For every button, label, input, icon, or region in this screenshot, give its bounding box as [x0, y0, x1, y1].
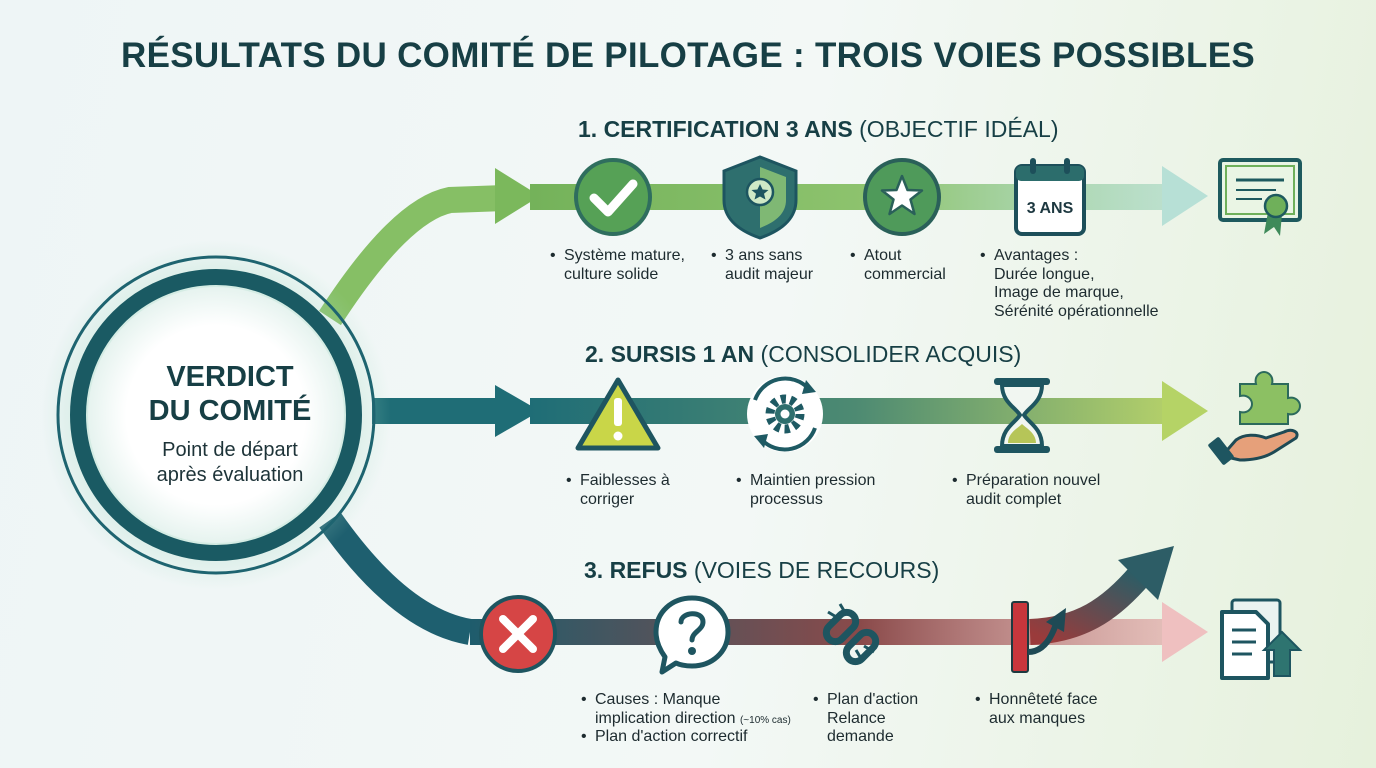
list-item-line: Préparation nouvel [966, 472, 1100, 491]
top-branch-arrowhead [495, 168, 540, 224]
broken-link-icon [822, 603, 880, 666]
redirect-arrow-icon [1011, 601, 1066, 673]
calendar-icon: 3 ANS [1014, 158, 1086, 236]
lane1-title: 1. CERTIFICATION 3 ANS (OBJECTIF IDÉAL) [578, 116, 1059, 143]
list-item-line: audit majeur [725, 265, 814, 283]
list-item-line: Atout [864, 247, 946, 266]
list-item-line: Causes : Manque [595, 691, 791, 710]
lane1-title-bold: 1. CERTIFICATION 3 ANS [578, 116, 853, 142]
lane1-item-4: Avantages : Durée longue, Image de marqu… [980, 247, 1159, 321]
list-item-line: commercial [864, 265, 946, 283]
lane2-title-rest: (CONSOLIDER ACQUIS) [754, 341, 1022, 367]
list-item-line: Faiblesses à [580, 472, 670, 491]
lane2-item-3: Préparation nouvel audit complet [952, 472, 1100, 509]
cross-circle-icon [479, 595, 557, 673]
top-branch-connector [319, 185, 506, 326]
check-circle-icon [574, 158, 652, 236]
list-item-line: Avantages : [994, 247, 1159, 266]
list-item-line: Image de marque, [994, 284, 1124, 301]
lane1-item-2: 3 ans sans audit majeur [711, 247, 813, 284]
share-note: (~10% cas) [739, 714, 791, 726]
lane3-item-1b: Plan d'action correctif [581, 728, 747, 747]
list-item-line: Sérénité opérationnelle [994, 302, 1159, 320]
lane3-title-bold: 3. REFUS [584, 557, 688, 583]
middle-branch-connector [372, 398, 502, 424]
lane1-item-1: Système mature, culture solide [550, 247, 685, 284]
list-item-line: demande [827, 728, 894, 745]
hub-subtitle-line1: Point de départ [162, 439, 298, 461]
lane1-title-rest: (OBJECTIF IDÉAL) [852, 116, 1059, 142]
list-item-line: processus [750, 490, 823, 508]
warning-icon [575, 377, 661, 451]
calendar-label: 3 ANS [1027, 200, 1074, 217]
hub-subtitle-line2: après évaluation [156, 464, 304, 486]
question-bubble-icon [653, 595, 731, 675]
lane1-item-3: Atout commercial [850, 247, 946, 284]
hub-ring [70, 269, 362, 561]
list-item-line: implication direction [595, 709, 736, 727]
certificate-icon [1218, 158, 1302, 236]
hourglass-icon [994, 378, 1050, 453]
lane3-item-1: Causes : Manque implication direction (~… [581, 691, 791, 730]
list-item-line: Maintien pression [750, 472, 875, 491]
gear-cycle-icon [747, 376, 823, 452]
shield-star-icon [722, 155, 798, 240]
lane3-arrowhead [1162, 602, 1208, 662]
list-item-line: 3 ans sans [725, 247, 813, 266]
list-item-line: audit complet [966, 490, 1062, 508]
middle-branch-arrowhead [495, 385, 540, 437]
bottom-branch-connector [319, 512, 473, 645]
list-item-line: corriger [580, 490, 635, 508]
lane2-item-1: Faiblesses à corriger [566, 472, 670, 509]
hub-disc [88, 287, 344, 543]
list-item-line: Relance [827, 709, 886, 727]
list-item-line: aux manques [989, 709, 1086, 727]
puzzle-hand-icon [1208, 370, 1302, 465]
lane3-item-3: Honnêteté face aux manques [975, 691, 1098, 728]
list-item-line: Durée longue, [994, 265, 1095, 283]
lane2-title: 2. SURSIS 1 AN (CONSOLIDER ACQUIS) [585, 341, 1021, 368]
list-item-line: Honnêteté face [989, 691, 1098, 710]
hub-title-line1: VERDICT [166, 361, 294, 393]
hub-label: VERDICT DU COMITÉ Point de départ après … [118, 360, 342, 488]
star-circle-icon [863, 158, 941, 236]
lane2-item-2: Maintien pression processus [736, 472, 875, 509]
list-item-line: Système mature, [564, 247, 685, 266]
page-title: RÉSULTATS DU COMITÉ DE PILOTAGE : TROIS … [121, 36, 1255, 75]
list-item-line: Plan d'action correctif [595, 728, 747, 747]
lane2-arrowhead [1162, 381, 1208, 441]
lane3-title-rest: (VOIES DE RECOURS) [687, 557, 940, 583]
document-upload-icon [1220, 598, 1303, 680]
lane3-rising-arrowhead [1118, 546, 1174, 600]
list-item-line: culture solide [564, 265, 659, 283]
list-item-line: Plan d'action [827, 691, 918, 710]
lane2-title-bold: 2. SURSIS 1 AN [585, 341, 755, 367]
lane1-arrowhead [1162, 166, 1208, 226]
lane3-title: 3. REFUS (VOIES DE RECOURS) [584, 557, 939, 584]
lane3-item-2: Plan d'action Relance demande [813, 691, 918, 747]
hub-outer-ring [56, 255, 376, 575]
hub-title-line2: DU COMITÉ [148, 395, 312, 427]
lane3-rising-branch [1029, 566, 1150, 645]
